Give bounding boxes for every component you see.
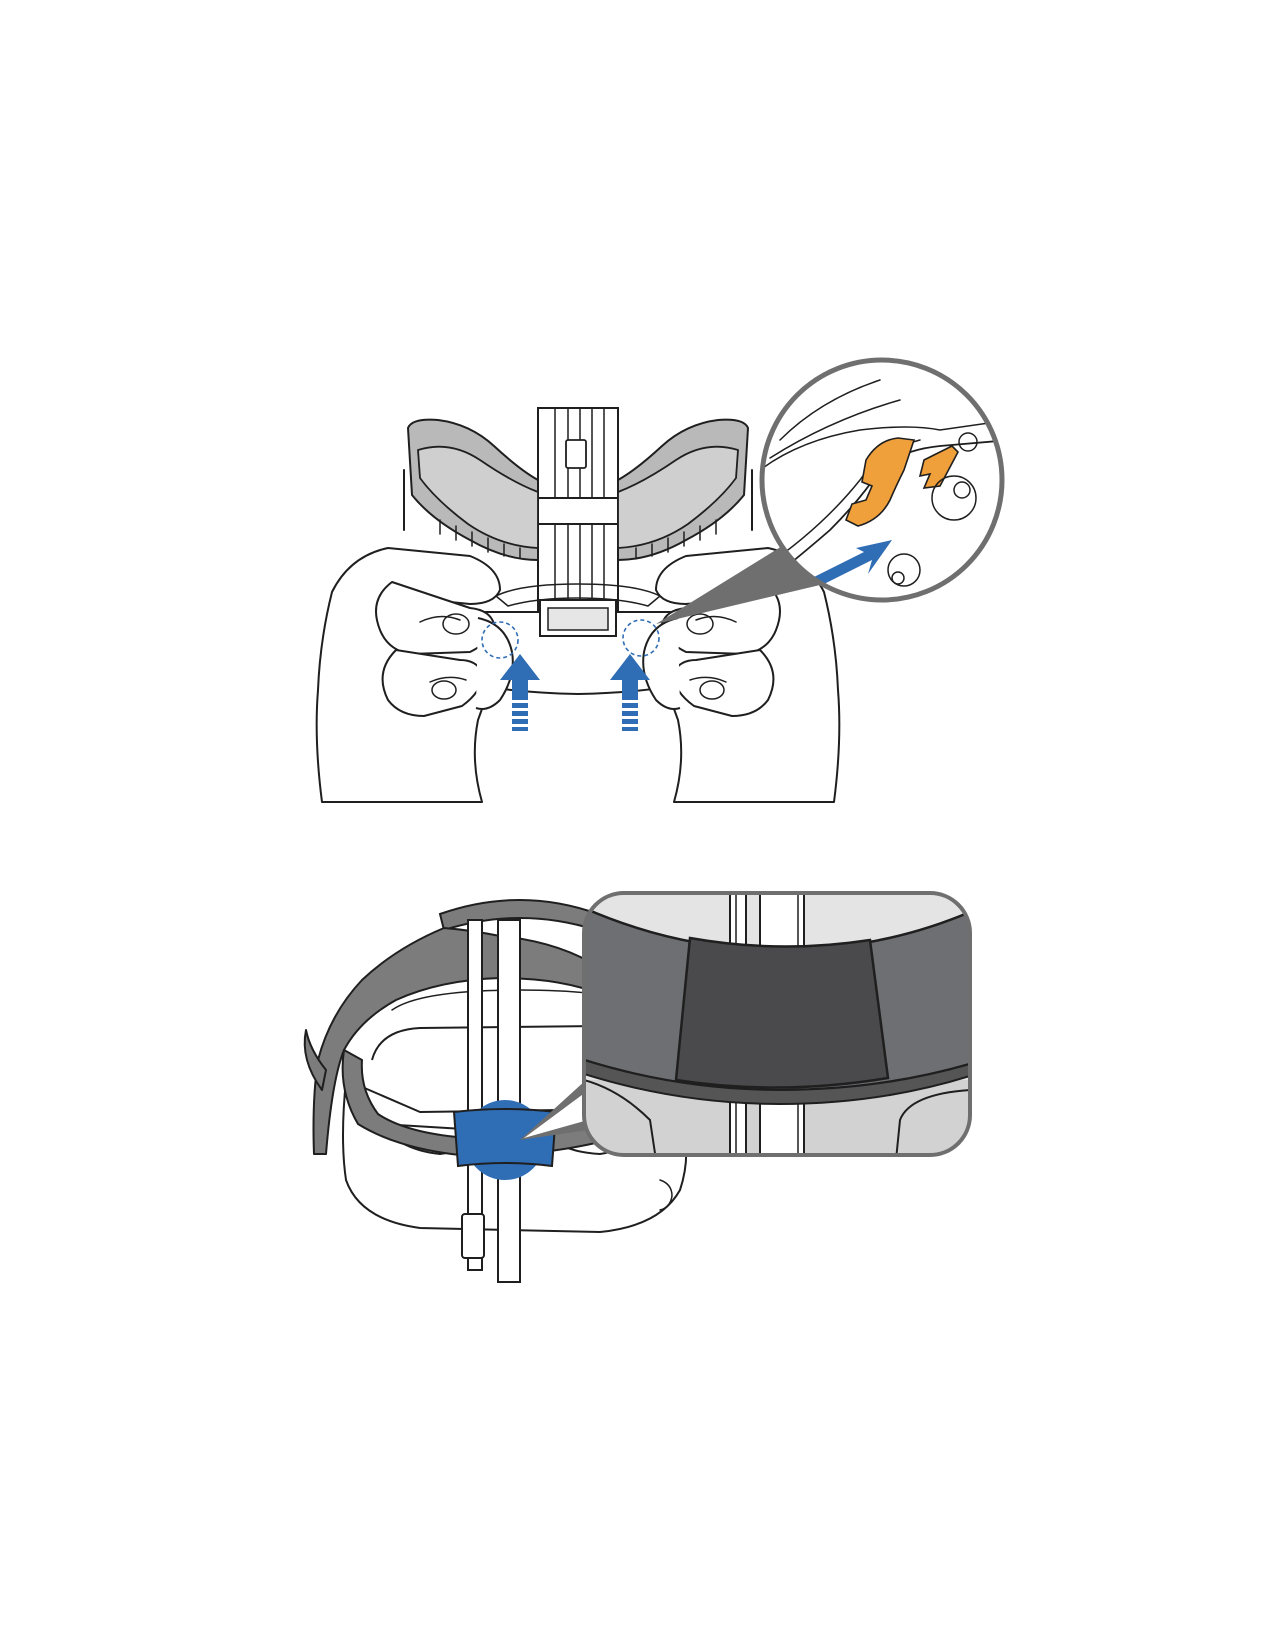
rounded-zoom-strap-clip <box>582 891 972 1157</box>
circular-zoom-tab <box>759 357 1005 603</box>
zoom-pointer-2 <box>520 1080 588 1140</box>
left-release-point <box>481 621 519 659</box>
right-upward-arrow <box>610 654 650 731</box>
strap-clip <box>452 1108 558 1168</box>
right-hand <box>642 547 841 803</box>
left-upward-arrow <box>500 654 540 731</box>
face-cushion <box>403 418 753 561</box>
step-2-illustration <box>303 891 972 1283</box>
right-release-point <box>622 619 660 657</box>
diagonal-arrow-icon <box>812 540 892 586</box>
cable-clip <box>565 439 587 469</box>
zoom-pointer <box>656 535 820 624</box>
cable-holder <box>529 497 627 525</box>
left-hand <box>315 547 514 803</box>
cable-pair <box>461 919 521 1283</box>
cable-connector <box>461 1213 485 1259</box>
step-1-illustration <box>315 357 1005 803</box>
